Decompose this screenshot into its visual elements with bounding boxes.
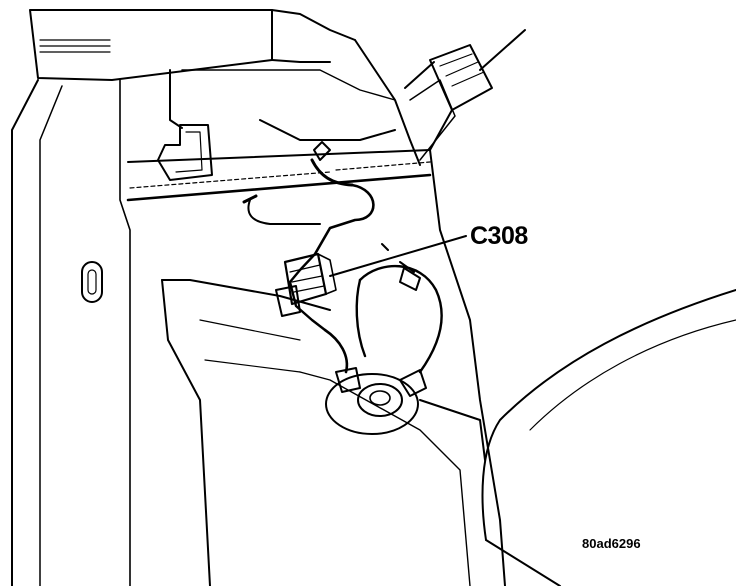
body-panel-outline [11, 39, 506, 586]
mounting-bracket [157, 124, 213, 181]
seat-belt [404, 29, 526, 161]
floor-pan [161, 279, 486, 586]
wiring-harness [242, 141, 443, 374]
seat-contour [481, 289, 736, 586]
access-slot [81, 261, 103, 303]
grommet [325, 367, 427, 435]
callout-leader-line [329, 235, 467, 277]
connector-callout-label: C308 [470, 222, 528, 250]
figure-id-label: 80ad6296 [582, 536, 641, 551]
